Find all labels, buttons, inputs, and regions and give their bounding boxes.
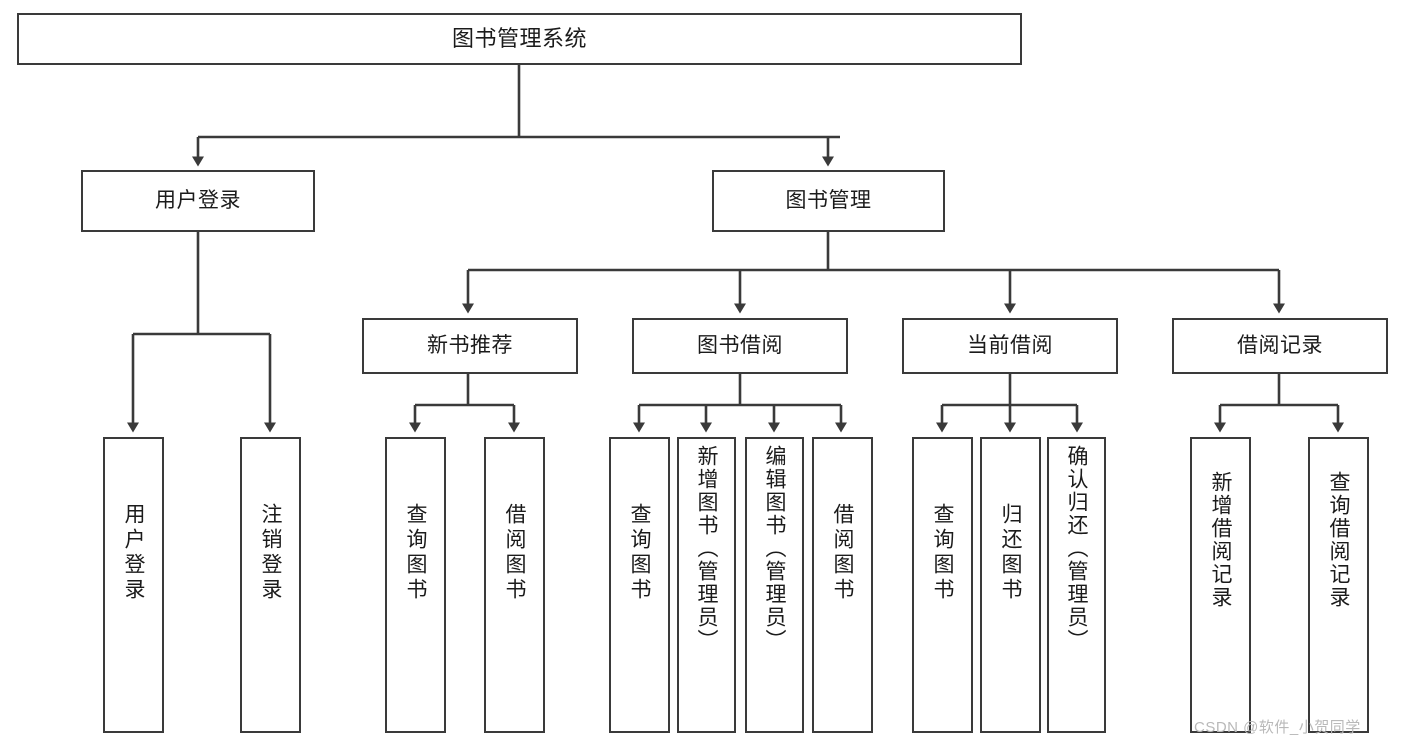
node-root-label: 图书管理系统	[451, 26, 587, 52]
node-user-login-label: 用户登录	[155, 188, 241, 212]
node-borrow-record-label: 借阅记录	[1237, 333, 1323, 357]
leaf-user-login-label: 用户登录	[122, 503, 145, 603]
leaf-edit-book-label: 编辑图书（管理员）	[763, 445, 786, 652]
node-user-login[interactable]: 用户登录	[81, 170, 315, 232]
node-current-borrow[interactable]: 当前借阅	[902, 318, 1118, 374]
csdn-watermark: CSDN @软件_小贺同学	[1194, 719, 1361, 736]
leaf-add-record-label: 新增借阅记录	[1209, 471, 1232, 609]
leaf-user-login[interactable]: 用户登录	[103, 437, 164, 733]
leaf-logout-login[interactable]: 注销登录	[240, 437, 301, 733]
node-borrow-record[interactable]: 借阅记录	[1172, 318, 1388, 374]
node-book-borrow-label: 图书借阅	[697, 333, 783, 357]
leaf-logout-login-label: 注销登录	[259, 503, 282, 603]
node-new-book-recommend-label: 新书推荐	[427, 333, 513, 357]
leaf-confirm-return[interactable]: 确认归还（管理员）	[1047, 437, 1106, 733]
leaf-add-book[interactable]: 新增图书（管理员）	[677, 437, 736, 733]
leaf-confirm-return-label: 确认归还（管理员）	[1065, 445, 1088, 652]
leaf-borrow-book-1-label: 借阅图书	[503, 503, 526, 603]
leaf-return-book[interactable]: 归还图书	[980, 437, 1041, 733]
leaf-borrow-book-2-label: 借阅图书	[831, 503, 854, 603]
leaf-borrow-book-1[interactable]: 借阅图书	[484, 437, 545, 733]
leaf-query-record[interactable]: 查询借阅记录	[1308, 437, 1369, 733]
leaf-query-book-1[interactable]: 查询图书	[385, 437, 446, 733]
leaf-add-record[interactable]: 新增借阅记录	[1190, 437, 1251, 733]
node-book-management[interactable]: 图书管理	[712, 170, 945, 232]
leaf-query-book-1-label: 查询图书	[404, 503, 427, 603]
leaf-borrow-book-2[interactable]: 借阅图书	[812, 437, 873, 733]
leaf-add-book-label: 新增图书（管理员）	[695, 445, 718, 652]
node-book-management-label: 图书管理	[785, 188, 872, 212]
leaf-query-book-3-label: 查询图书	[931, 503, 954, 603]
node-current-borrow-label: 当前借阅	[967, 333, 1053, 357]
leaf-query-book-2[interactable]: 查询图书	[609, 437, 670, 733]
leaf-return-book-label: 归还图书	[999, 503, 1022, 603]
leaf-query-book-2-label: 查询图书	[628, 503, 651, 603]
leaf-query-record-label: 查询借阅记录	[1327, 471, 1350, 609]
node-book-borrow[interactable]: 图书借阅	[632, 318, 848, 374]
leaf-query-book-3[interactable]: 查询图书	[912, 437, 973, 733]
node-root[interactable]: 图书管理系统	[17, 13, 1022, 65]
leaf-edit-book[interactable]: 编辑图书（管理员）	[745, 437, 804, 733]
node-new-book-recommend[interactable]: 新书推荐	[362, 318, 578, 374]
